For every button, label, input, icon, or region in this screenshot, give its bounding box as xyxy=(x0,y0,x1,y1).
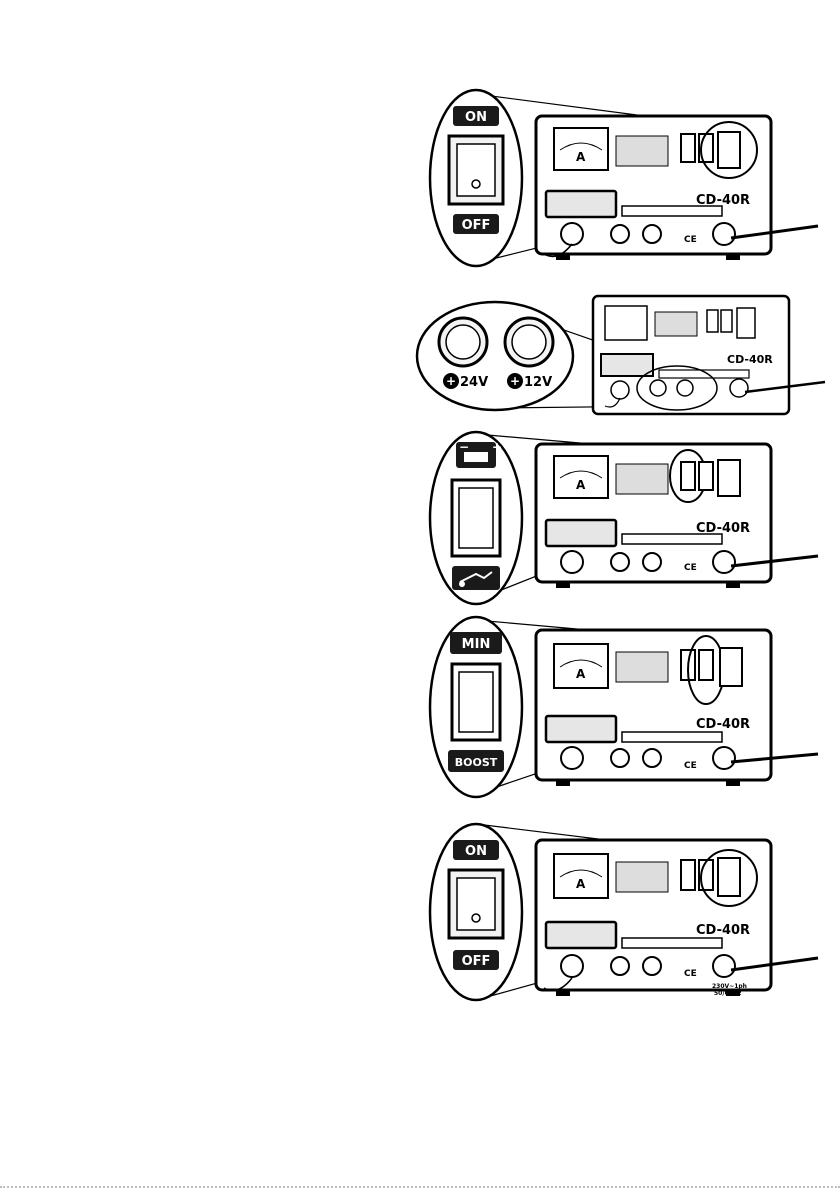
boost-label: BOOST xyxy=(455,756,498,769)
on-label: ON xyxy=(465,110,487,125)
charger-front-panel: A CD-40R CE xyxy=(536,630,818,786)
on-label: ON xyxy=(465,844,487,859)
ce-mark: CE xyxy=(684,563,697,573)
meter-unit-label: A xyxy=(576,667,586,681)
model-label: CD-40R xyxy=(696,521,750,536)
callout-output-terminals: + 24V + 12V xyxy=(417,302,573,410)
model-label: CD-40R xyxy=(696,193,750,208)
callout-power-switch: ON OFF xyxy=(430,90,522,266)
figure-power-on-off-final: A CD-40R CE 230V~1ph 50/60Hz ON OFF xyxy=(426,818,826,1008)
figure-min-boost: A CD-40R CE MIN BOOST xyxy=(426,612,826,804)
meter-unit-label: A xyxy=(576,478,586,492)
ce-mark: CE xyxy=(684,969,697,979)
svg-text:−: − xyxy=(459,440,469,454)
start-icon xyxy=(452,566,500,590)
model-label: CD-40R xyxy=(696,923,750,938)
callout-min-boost: MIN BOOST xyxy=(430,617,522,797)
svg-text:+: + xyxy=(510,374,520,388)
svg-text:+: + xyxy=(492,440,502,454)
charger-front-panel: A CD-40R CE 230V~1ph 50/60Hz xyxy=(536,840,818,997)
figure-power-on-off: A CD-40R CE ON OFF xyxy=(426,86,826,271)
figure-output-terminals: CD-40R + 24V + 12V xyxy=(415,288,827,418)
page-bottom-divider xyxy=(0,1186,840,1188)
off-label: OFF xyxy=(462,218,491,233)
ce-mark: CE xyxy=(684,235,697,245)
off-label: OFF xyxy=(462,954,491,969)
callout-power-switch: ON OFF xyxy=(430,824,522,1000)
terminal-12v-label: 12V xyxy=(524,375,552,390)
charger-front-panel: A CD-40R CE xyxy=(536,116,818,260)
callout-mode-switch: + − xyxy=(430,432,522,604)
mains-rating-line1: 230V~1ph xyxy=(712,983,747,990)
charger-front-panel: A CD-40R CE xyxy=(536,444,818,588)
figure-mode-switch: A CD-40R CE + − xyxy=(426,428,826,608)
ce-mark: CE xyxy=(684,761,697,771)
meter-unit-label: A xyxy=(576,150,586,164)
charger-front-panel: CD-40R xyxy=(593,296,825,414)
terminal-24v-label: 24V xyxy=(460,375,488,390)
min-label: MIN xyxy=(462,637,491,652)
battery-icon: + − xyxy=(456,440,502,468)
model-label: CD-40R xyxy=(727,353,773,366)
svg-text:+: + xyxy=(446,374,456,388)
meter-unit-label: A xyxy=(576,877,586,891)
model-label: CD-40R xyxy=(696,717,750,732)
